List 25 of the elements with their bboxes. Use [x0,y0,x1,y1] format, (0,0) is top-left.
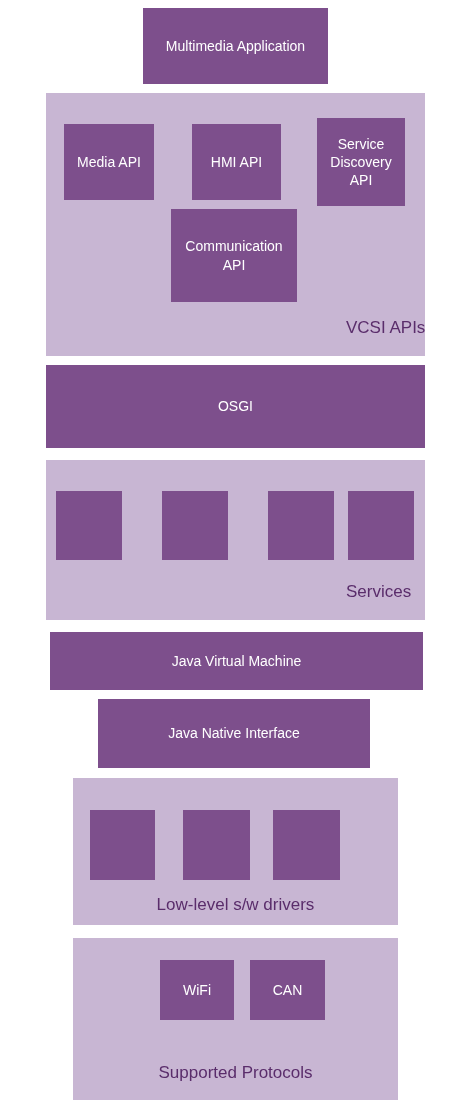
api-box: Communication API [171,209,297,302]
layer-label: Supported Protocols [157,1063,314,1083]
layer-box: Java Native Interface [98,699,370,768]
layer-panel [73,778,398,925]
layer-panel [46,460,425,620]
layer-panel [73,938,398,1100]
service-box [56,491,122,560]
layer-label: Low-level s/w drivers [155,895,316,915]
layer-panel [46,93,425,356]
layer-box: Java Virtual Machine [50,632,423,690]
api-box: Media API [64,124,154,200]
layer-label: Services [346,582,412,602]
protocol-box: WiFi [160,960,234,1020]
api-box: Service Discovery API [317,118,405,206]
service-box [162,491,228,560]
driver-box [273,810,340,880]
api-box: HMI API [192,124,281,200]
service-box [268,491,334,560]
protocol-box: CAN [250,960,325,1020]
layer-box: OSGI [46,365,425,448]
driver-box [90,810,155,880]
layer-label: VCSI APIs [346,318,426,338]
service-box [348,491,414,560]
layer-box: Multimedia Application [143,8,328,84]
driver-box [183,810,250,880]
